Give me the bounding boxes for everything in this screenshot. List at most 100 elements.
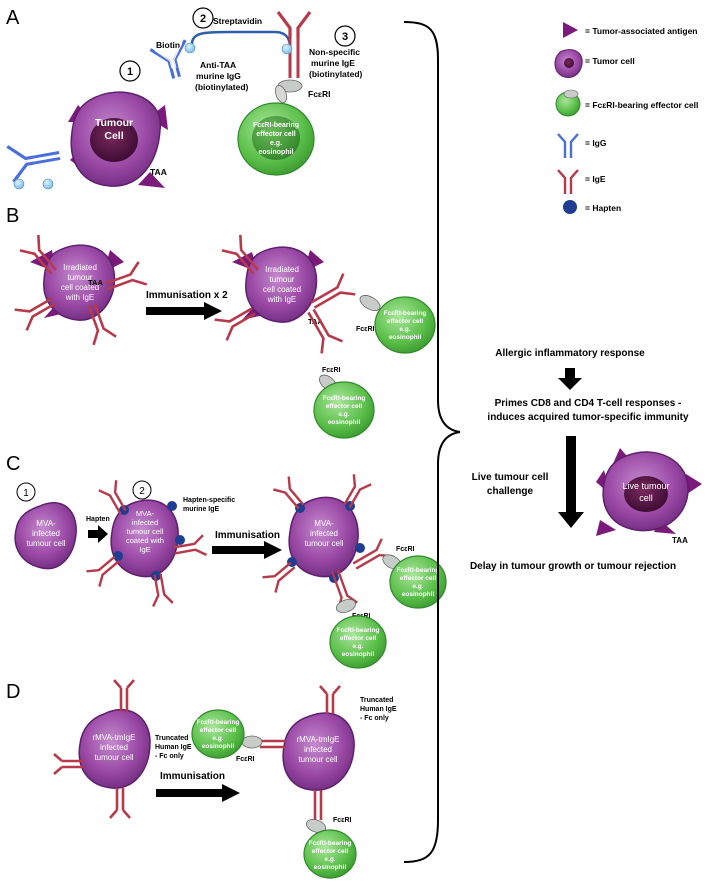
ige-b1-4 [87,303,117,346]
panel-d-letter: D [6,681,20,703]
fceri-receptor-d2 [305,819,327,833]
effector-cell-c2: FcεRI-bearing effector cell e.g. eosinop… [329,615,387,669]
fceri-label-d1: FcεRI [236,756,255,763]
hapten-c2-4 [113,551,123,561]
b1-label-4: with IgE [65,293,94,302]
d2-label-1: rMVA-tmIgE [297,735,340,744]
c2-label-3: tumour cell [127,527,164,536]
b1-eff-label-2: effector cell [387,318,424,325]
rmva-cell-d1: rMVA-tmIgE infected tumour cell [78,708,151,789]
b1-eff-label-1: FcεRI-bearing [384,310,427,317]
fceri-receptor-c2 [335,599,357,613]
truncated-label-d1-1: Truncated [155,735,188,742]
panel-b-letter: B [6,205,19,227]
legend-effector-cell-icon [555,89,581,117]
c-arrow-label: Immunisation [215,530,280,541]
outcome-final: Delay in tumour growth or tumour rejecti… [470,561,676,572]
ige-b2-1 [221,234,259,275]
tumour-cell-label-1: Tumour [95,117,133,129]
live-cell-label-2: cell [639,493,653,503]
outcome-step-2-line-2: induces acquired tumor-specific immunity [487,412,689,423]
free-igg-antibody [6,145,61,183]
panel-c-letter: C [6,453,20,475]
step-1-marker: 1 [119,60,141,82]
effector-cell-b2: FcεRI-bearing effector cell e.g. eosinop… [313,381,375,439]
fceri-label-b2: FcεRI [322,367,341,374]
legend-label-4: = IgG [585,138,607,148]
c2-eff-label-2: effector cell [340,635,377,642]
step-3-marker: 3 [334,25,356,47]
right-brace [403,21,461,863]
c1-eff-label-3: e.g. [412,583,423,590]
biotin-ball-free-2 [42,178,54,190]
ige-c3-3 [262,561,296,593]
mva-cell-c2: MVA- infected tumour cell coated with Ig… [110,499,179,578]
d1-eff-label-3: e.g. [212,735,223,742]
d1-label-2: infected [100,743,128,752]
c2-eff-label-1: FcεRI-bearing [337,627,380,634]
d2-eff-label-4: eosinophil [314,864,347,871]
rmva-cell-d2: rMVA-tmIgE infected tumour cell [282,712,355,791]
ige-label-line-1: Non-specific [309,47,360,57]
d1-eff-label-2: effector cell [200,727,237,734]
d1-label-1: rMVA-tmIgE [93,733,136,742]
d-arrow-label: Immunisation [160,771,225,782]
challenge-line-2: challenge [487,486,534,497]
fceri-label-c1: FcεRI [396,546,415,553]
truncated-ige-d1-1 [113,679,135,712]
c2-label-1: MVA- [136,509,155,518]
mva-cell-c1: MVA- infected tumour cell [14,501,77,570]
anti-taa-igg-antibody [149,39,187,79]
truncated-ige-d1-3 [109,788,131,819]
c2-label-5: IgE [139,545,150,554]
igg-label-line-1: Anti-TAA [200,60,236,70]
truncated-ige-d1-2 [53,753,84,775]
taa-label-b2: TAA [308,317,323,326]
outcome-arrow-2 [558,436,584,528]
effector-label-line-4: eosinophil [259,149,294,156]
truncated-ige-d2-2 [260,739,286,749]
effector-cell-b1: FcεRI-bearing effector cell e.g. eosinop… [374,296,436,354]
legend-label-5: = IgE [585,174,606,184]
truncated-label-d2-2: Human IgE [360,706,397,713]
outcome-flow: Allergic inflammatory response Primes CD… [470,348,702,572]
legend-igg-icon [557,133,579,158]
c3-label-1: MVA- [314,519,334,528]
ige-b1-1 [19,234,57,275]
effector-label-line-3: e.g. [270,140,282,147]
fceri-label: FcεRI [308,89,330,99]
tumour-cell-a: Tumour Cell [68,91,168,188]
c1-eff-label-1: FcεRI-bearing [397,567,440,574]
panel-a: A 1 2 3 Streptavidin Biotin Anti-TAA mur… [6,7,363,190]
c1-eff-label-4: eosinophil [402,591,435,598]
b1-label-3: cell coated [61,283,99,292]
b2-label-2: tumour [270,275,295,284]
c2-label-4: coated with [126,536,164,545]
biotin-label: Biotin [156,40,180,50]
legend-label-1: = Tumor-associated antigen [585,26,698,36]
live-taa-4 [596,520,616,536]
truncated-label-d1-3: - Fc only [155,753,184,760]
d1-eff-label-1: FcεRI-bearing [197,719,240,726]
d2-eff-label-2: effector cell [312,848,349,855]
hapten-ige-label-2: murine IgE [183,506,220,513]
live-taa-label: TAA [672,536,688,545]
c3-label-3: tumour cell [304,539,343,548]
truncated-ige-d2-3 [313,790,323,820]
d2-label-3: tumour cell [298,755,337,764]
fceri-label-d2: FcεRI [333,817,352,824]
panel-d: D rMVA-tmIgE infected tumour cell Trunca… [6,679,397,879]
truncated-label-d2-1: Truncated [360,697,393,704]
b-arrow-label: Immunisation x 2 [146,290,228,301]
legend-label-6: = Hapten [585,203,621,213]
live-tumour-cell: Live tumour cell [596,448,702,536]
legend-label-2: = Tumor cell [585,56,635,66]
fceri-label-b1: FcεRI [356,326,375,333]
effector-label-line-1: FcεRI-bearing [253,122,299,129]
c1-label-2: infected [32,529,60,538]
truncated-ige-d2-1 [319,685,341,714]
d2-eff-label-1: FcεRI-bearing [309,840,352,847]
fceri-receptor-d1 [241,735,263,749]
d2-eff-label-3: e.g. [324,856,335,863]
outcome-step-2-line-1: Primes CD8 and CD4 T-cell responses - [495,398,682,409]
